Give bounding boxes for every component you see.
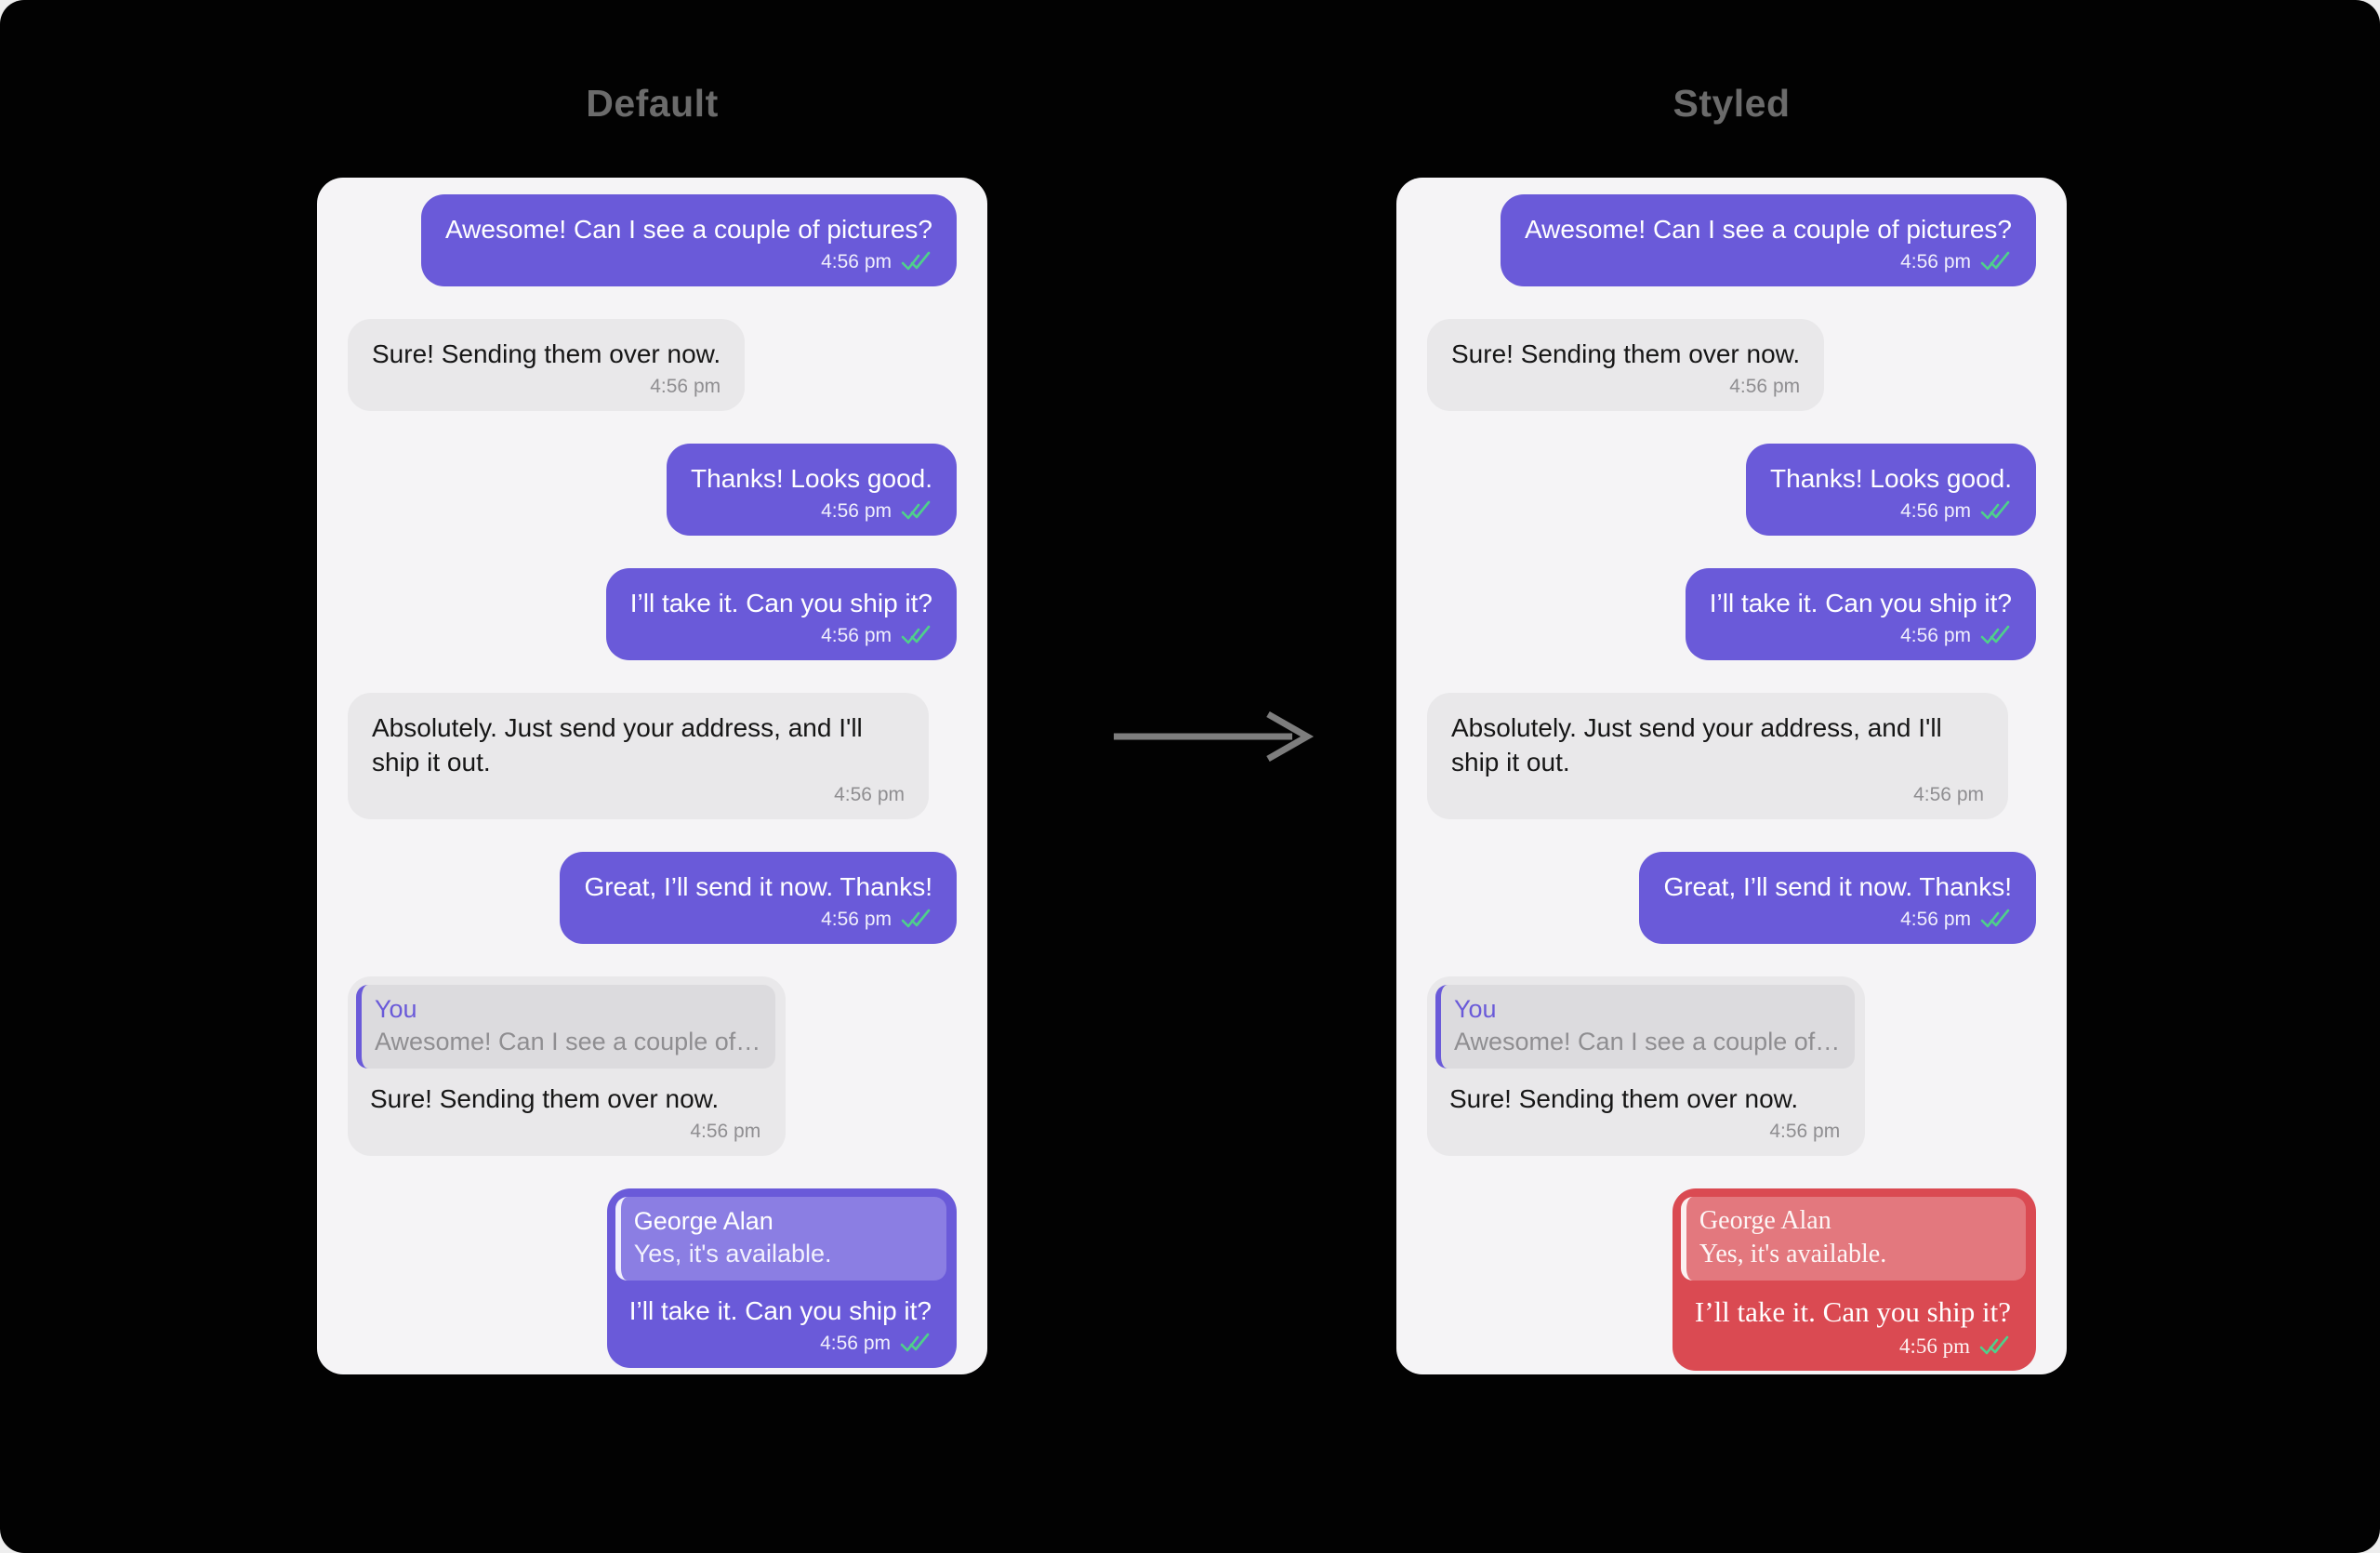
message-time: 4:56 pm	[650, 376, 721, 397]
message-time: 4:56 pm	[1900, 909, 1971, 930]
quoted-author: You	[375, 995, 417, 1023]
chat-panel-styled: Awesome! Can I see a couple of pictures?…	[1396, 178, 2067, 1374]
panel-title-default: Default	[586, 82, 719, 125]
chat-panel-default: Awesome! Can I see a couple of pictures?…	[317, 178, 987, 1374]
message-time: 4:56 pm	[1900, 500, 1971, 522]
panel-title-styled: Styled	[1673, 82, 1791, 125]
message-meta: 4:56 pm	[1695, 1334, 2011, 1360]
message-meta: 4:56 pm	[372, 374, 721, 400]
message-text: Absolutely. Just send your address, and …	[372, 713, 863, 776]
message-text: I’ll take it. Can you ship it?	[1694, 1295, 2011, 1328]
message-time: 4:56 pm	[1729, 376, 1801, 397]
message-bubble-sent[interactable]: Thanks! Looks good. 4:56 pm	[1746, 444, 2036, 536]
message-text: Sure! Sending them over now.	[370, 1084, 720, 1113]
message-time: 4:56 pm	[1898, 1334, 1970, 1358]
read-receipt-double-check-icon	[901, 908, 932, 932]
read-receipt-double-check-icon	[1980, 624, 2012, 648]
message-meta: 4:56 pm	[1663, 907, 2012, 933]
read-receipt-double-check-icon	[1980, 250, 2012, 274]
message-bubble-sent[interactable]: Awesome! Can I see a couple of pictures?…	[1500, 194, 2036, 286]
message-body: I’ll take it. Can you ship it? 4:56 pm	[615, 1281, 946, 1357]
message-bubble-sent[interactable]: Great, I’ll send it now. Thanks! 4:56 pm	[1639, 852, 2036, 944]
message-time: 4:56 pm	[1900, 625, 1971, 646]
message-meta: 4:56 pm	[1451, 782, 1984, 808]
quoted-text: Yes, it's available.	[633, 1240, 832, 1268]
read-receipt-double-check-icon	[901, 624, 932, 648]
message-text: I’ll take it. Can you ship it?	[628, 1296, 932, 1325]
message-meta: 4:56 pm	[630, 623, 932, 649]
message-list: Awesome! Can I see a couple of pictures?…	[317, 178, 987, 1374]
message-time: 4:56 pm	[690, 1121, 761, 1142]
read-receipt-double-check-icon	[901, 250, 932, 274]
message-text: Great, I’ll send it now. Thanks!	[584, 872, 932, 901]
message-bubble-received[interactable]: Sure! Sending them over now. 4:56 pm	[1427, 319, 1825, 411]
message-meta: 4:56 pm	[445, 249, 932, 275]
read-receipt-double-check-icon	[1979, 1334, 2011, 1359]
quoted-author: George Alan	[633, 1207, 774, 1235]
quoted-text: Yes, it's available.	[1699, 1240, 1887, 1268]
message-bubble-received[interactable]: Sure! Sending them over now. 4:56 pm	[348, 319, 746, 411]
message-text: Awesome! Can I see a couple of pictures?	[444, 215, 932, 244]
message-time: 4:56 pm	[821, 251, 892, 272]
message-meta: 4:56 pm	[372, 782, 905, 808]
quoted-text: Awesome! Can I see a couple of…	[1454, 1028, 1841, 1055]
message-text: Sure! Sending them over now.	[1451, 339, 1801, 368]
message-text: Awesome! Can I see a couple of pictures?	[1524, 215, 2012, 244]
message-time: 4:56 pm	[820, 1333, 891, 1354]
message-time: 4:56 pm	[1913, 784, 1984, 805]
quoted-author: You	[1454, 995, 1497, 1023]
message-time: 4:56 pm	[821, 500, 892, 522]
message-time: 4:56 pm	[821, 909, 892, 930]
message-text: Absolutely. Just send your address, and …	[1451, 713, 1942, 776]
message-meta: 4:56 pm	[1770, 498, 2012, 524]
message-meta: 4:56 pm	[691, 498, 932, 524]
message-body: I’ll take it. Can you ship it? 4:56 pm	[1681, 1281, 2026, 1360]
message-time: 4:56 pm	[1900, 251, 1971, 272]
message-time: 4:56 pm	[1769, 1121, 1841, 1142]
transform-arrow	[1108, 707, 1322, 766]
message-bubble-sent[interactable]: I’ll take it. Can you ship it? 4:56 pm	[1685, 568, 2036, 660]
read-receipt-double-check-icon	[901, 499, 932, 524]
message-text: Sure! Sending them over now.	[1449, 1084, 1799, 1113]
message-meta: 4:56 pm	[584, 907, 932, 933]
message-bubble-sent[interactable]: Thanks! Looks good. 4:56 pm	[667, 444, 957, 536]
message-bubble-sent[interactable]: Great, I’ll send it now. Thanks! 4:56 pm	[560, 852, 957, 944]
message-meta: 4:56 pm	[370, 1119, 760, 1145]
message-bubble-received[interactable]: Absolutely. Just send your address, and …	[348, 693, 929, 819]
message-bubble-received[interactable]: Absolutely. Just send your address, and …	[1427, 693, 2008, 819]
message-text: Thanks! Looks good.	[1770, 464, 2012, 493]
message-body: Sure! Sending them over now. 4:56 pm	[356, 1069, 775, 1145]
read-receipt-double-check-icon	[1980, 499, 2012, 524]
read-receipt-double-check-icon	[1980, 908, 2012, 932]
right-arrow-icon	[1114, 710, 1315, 763]
message-text: I’ll take it. Can you ship it?	[1709, 589, 2012, 617]
message-meta: 4:56 pm	[1449, 1119, 1840, 1145]
message-body: Sure! Sending them over now. 4:56 pm	[1435, 1069, 1855, 1145]
message-time: 4:56 pm	[834, 784, 905, 805]
message-text: Sure! Sending them over now.	[372, 339, 721, 368]
message-text: Thanks! Looks good.	[691, 464, 932, 493]
message-meta: 4:56 pm	[629, 1331, 932, 1357]
message-bubble-sent[interactable]: Awesome! Can I see a couple of pictures?…	[420, 194, 957, 286]
message-meta: 4:56 pm	[1525, 249, 2012, 275]
quoted-text: Awesome! Can I see a couple of…	[375, 1028, 761, 1055]
message-text: I’ll take it. Can you ship it?	[629, 589, 932, 617]
message-bubble-sent[interactable]: I’ll take it. Can you ship it? 4:56 pm	[605, 568, 957, 660]
message-meta: 4:56 pm	[1710, 623, 2012, 649]
message-list: Awesome! Can I see a couple of pictures?…	[1396, 178, 2067, 1374]
message-text: Great, I’ll send it now. Thanks!	[1663, 872, 2012, 901]
quoted-author: George Alan	[1699, 1206, 1831, 1235]
message-time: 4:56 pm	[821, 625, 892, 646]
read-receipt-double-check-icon	[900, 1332, 932, 1356]
message-meta: 4:56 pm	[1451, 374, 1800, 400]
